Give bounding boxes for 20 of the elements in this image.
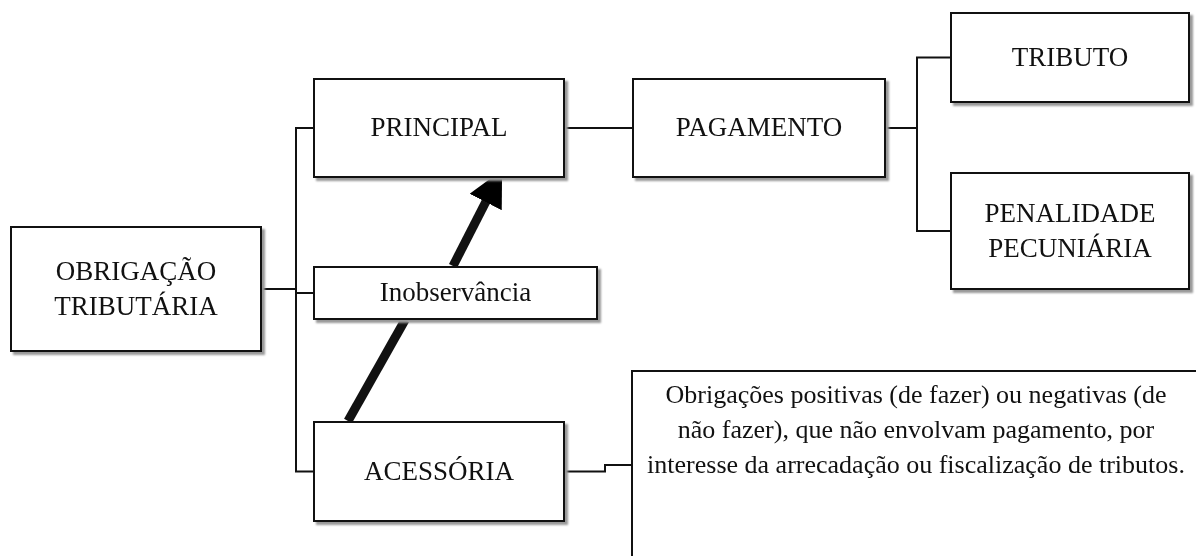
connector-line [885, 127, 951, 232]
category-box [313, 421, 565, 522]
node-label: PAGAMENTO [675, 111, 843, 145]
node-label: Inobservância [379, 276, 532, 310]
node-label: OBRIGAÇÃO TRIBUTÁRIA [53, 254, 219, 323]
connector-line [261, 288, 314, 473]
connector-line [564, 464, 632, 473]
category-box [313, 78, 565, 178]
condition-box [313, 266, 598, 320]
category-box [950, 172, 1190, 290]
category-box [950, 12, 1190, 103]
category-box [632, 78, 886, 178]
node-label: PRINCIPAL [370, 111, 508, 145]
node-label: PENALIDADE PECUNIÁRIA [983, 196, 1157, 265]
node-label: Obrigações positivas (de fazer) ou negativas (de não fazer), que não envolvam pagamento, por interesse da arrecadação ou fiscalização de tributos. [646, 379, 1186, 481]
category-box [10, 226, 262, 352]
connector-line [564, 127, 633, 129]
node-label: TRIBUTO [1011, 40, 1129, 74]
node-label: ACESSÓRIA [364, 454, 514, 488]
description-box [631, 370, 1196, 556]
